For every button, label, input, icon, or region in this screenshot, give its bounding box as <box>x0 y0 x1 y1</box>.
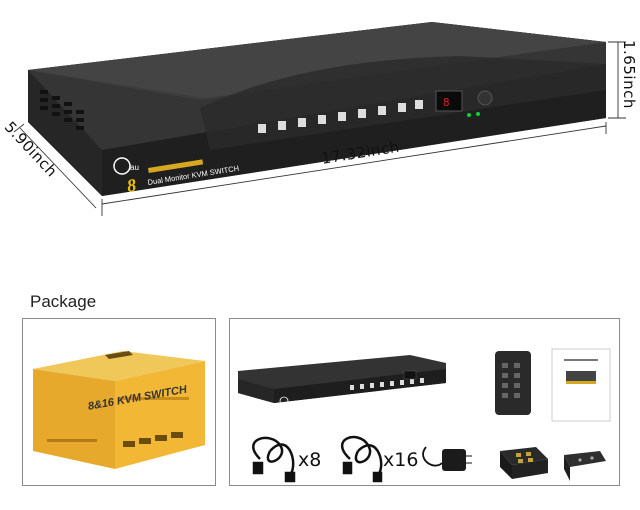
package-title: Package <box>30 292 97 311</box>
port-button <box>378 106 386 115</box>
user-manual-image <box>551 348 611 422</box>
model-big-number: 8 <box>125 175 137 196</box>
front-port-buttons <box>258 100 423 133</box>
retail-box-panel: 8&16 KVM SWITCH <box>22 318 216 486</box>
hdmi-cable-image <box>252 436 296 483</box>
port-button <box>338 112 346 121</box>
port-button <box>298 118 306 127</box>
remote-control-image <box>495 351 531 415</box>
height-dimension-label: 1.65inch <box>620 40 638 109</box>
brand-logo-circle <box>113 157 131 175</box>
device-dimension-illustration: 8 au 8 Dual Monitor KVM SWITCH <box>13 22 626 216</box>
kvm-switch-image <box>238 355 446 406</box>
usb-cable-image <box>341 435 383 483</box>
package-contents-image <box>238 348 611 483</box>
vent-grill <box>40 90 84 130</box>
svg-text:au: au <box>130 163 139 172</box>
port-button <box>278 121 286 130</box>
hdmi-cable-qty: x8 <box>298 449 322 471</box>
port-button <box>258 124 266 133</box>
package-contents-panel: x8 x16 <box>229 318 620 486</box>
retail-box-image <box>33 351 205 469</box>
rack-bracket-image <box>564 451 606 481</box>
power-adapter-image <box>422 446 472 471</box>
svg-text:8: 8 <box>443 96 450 109</box>
port-button <box>358 109 366 118</box>
port-button <box>398 103 406 112</box>
scan-button <box>415 100 423 109</box>
desktop-switch-image <box>500 447 548 479</box>
remote-sensor <box>477 90 493 106</box>
led-display <box>435 90 463 112</box>
usb-cable-qty: x16 <box>383 449 419 471</box>
port-button <box>318 115 326 124</box>
